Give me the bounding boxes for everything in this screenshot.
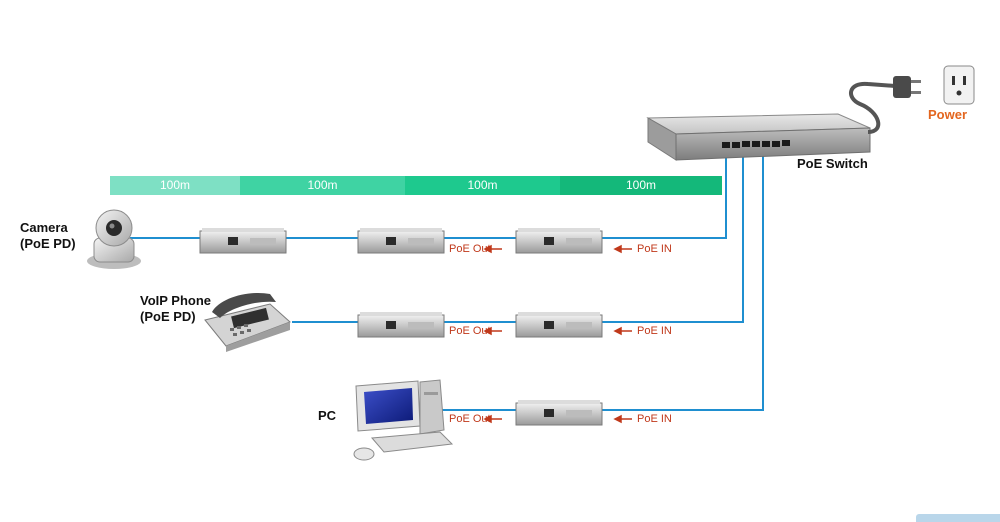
poe-extender xyxy=(199,228,287,254)
voip-phone-label: VoIP Phone (PoE PD) xyxy=(140,293,212,324)
camera-cable xyxy=(130,148,727,239)
pc-label: PC xyxy=(318,408,337,423)
arrow-icon xyxy=(483,244,632,424)
distance-segment-1: 100m xyxy=(110,176,240,195)
corner-tab xyxy=(916,514,1000,522)
pc-icon xyxy=(353,379,454,461)
plug-icon xyxy=(893,76,921,98)
poe-out-tag: PoE Out xyxy=(449,325,491,337)
poe-extender xyxy=(515,228,603,254)
cable-lines xyxy=(130,148,764,411)
camera-label: Camera (PoE PD) xyxy=(20,220,76,251)
power-cord xyxy=(849,81,896,134)
poe-in-tag: PoE IN xyxy=(637,413,672,425)
poe-in-tag: PoE IN xyxy=(637,243,672,255)
poe-switch-label: PoE Switch xyxy=(797,156,868,171)
distance-segment-2: 100m xyxy=(240,176,405,195)
distance-segment-3: 100m xyxy=(405,176,560,195)
poe-extender xyxy=(515,312,603,338)
power-outlet-icon xyxy=(943,65,975,105)
poe-extender xyxy=(515,400,603,426)
poe-in-tag: PoE IN xyxy=(637,325,672,337)
power-label: Power xyxy=(928,107,968,122)
poe-out-tag: PoE Out xyxy=(449,243,491,255)
poe-out-tag: PoE Out xyxy=(449,413,491,425)
pc-cable xyxy=(440,148,764,411)
voip-phone-icon xyxy=(204,292,291,352)
distance-segment-4: 100m xyxy=(560,176,722,195)
poe-extender xyxy=(357,228,445,254)
camera-icon xyxy=(87,209,141,269)
poe-switch-icon xyxy=(646,113,871,161)
poe-extender xyxy=(357,312,445,338)
